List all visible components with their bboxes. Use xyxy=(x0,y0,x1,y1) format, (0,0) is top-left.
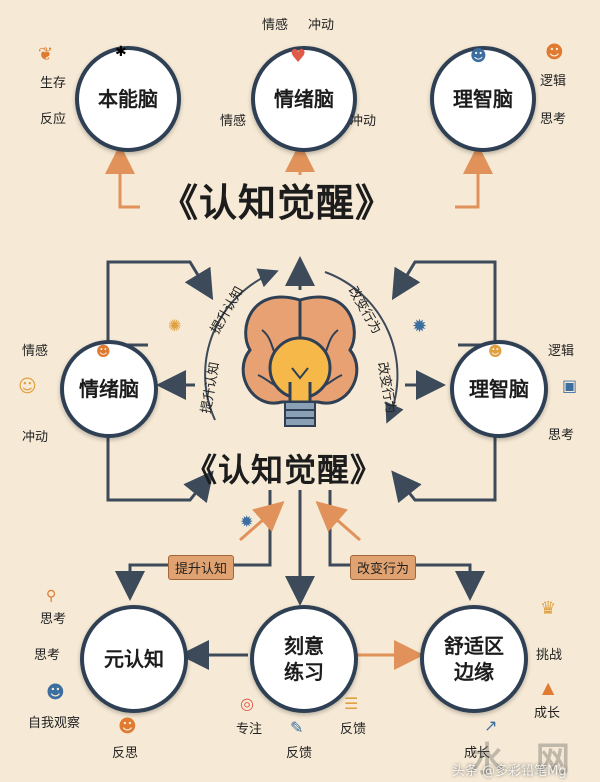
comfort-title-line2: 边缘 xyxy=(454,660,494,684)
reason-brain-title-top: 理智脑 xyxy=(453,87,513,111)
practice-label-1: 反馈 xyxy=(286,746,313,761)
arrow-to-reason-top xyxy=(455,144,493,209)
practice-title-line1: 刻意 xyxy=(284,634,324,658)
arrow-up-from-left xyxy=(239,501,285,542)
head-observe-icon: ☻ xyxy=(46,682,65,703)
magnifier-icon: ⚲ xyxy=(46,588,57,604)
heart-icon: ♥ xyxy=(290,46,307,67)
target-icon: ◎ xyxy=(240,694,254,713)
arrow-left-down xyxy=(106,435,214,504)
arrow-right-down xyxy=(391,435,497,504)
fish-icon: ❦ xyxy=(38,44,54,65)
brain-bulb-illustration xyxy=(241,295,359,427)
instinct-label-survival: 生存 xyxy=(40,76,67,91)
practice-title-line2: 练习 xyxy=(284,660,324,684)
watermark-big: 水 网 xyxy=(470,740,580,780)
practice-label-0: 专注 xyxy=(236,722,263,737)
emotion-brain-title-middle: 情绪脑 xyxy=(79,377,139,401)
metacognition-node: 元认知 xyxy=(80,605,188,713)
tag-change-behavior: 改变行为 xyxy=(350,555,417,580)
person-board-icon: ▣ xyxy=(562,376,578,395)
middle-left-label-bottom: 冲动 xyxy=(22,430,49,445)
emotion-brain-node-middle: 情绪脑 xyxy=(60,340,158,438)
main-title-top: 《认知觉醒》 xyxy=(160,181,395,225)
meta-label-1: 思考 xyxy=(34,648,61,663)
comfort-title-line1: 舒适区 xyxy=(444,634,504,658)
deliberate-practice-node: 刻意 练习 xyxy=(250,605,358,713)
chat-icon: ☰ xyxy=(344,694,359,713)
gear-icon-top-right: ✹ xyxy=(412,316,428,337)
feedback-doc-icon: ✎ xyxy=(290,718,304,737)
main-title-center: 《认知觉醒》 xyxy=(185,451,384,489)
reason-brain-node-top: 理智脑 xyxy=(430,46,536,152)
arc-left-outer xyxy=(204,268,279,421)
head-emotion-icon: ☻ xyxy=(96,344,111,360)
middle-left-label-top: 情感 xyxy=(22,344,49,359)
gear-icon-bottom: ✹ xyxy=(240,512,254,531)
head-gear-icon: ☻ xyxy=(470,46,487,65)
emotion-top-above-left: 情感 xyxy=(262,18,289,33)
middle-right-label-bottom: 思考 xyxy=(548,428,575,443)
meta-label-2: 自我观察 xyxy=(28,716,81,731)
head-idea-icon: ☻ xyxy=(545,42,564,63)
metacognition-title: 元认知 xyxy=(104,647,164,671)
bug-icon: ✱ xyxy=(115,44,127,60)
emotion-brain-node-top: 情绪脑 xyxy=(251,46,357,152)
comfort-zone-edge-node: 舒适区 边缘 xyxy=(420,605,528,713)
meta-label-3: 反思 xyxy=(112,746,139,761)
trophy-icon: ♛ xyxy=(540,598,557,619)
bulb-head-icon: ☻ xyxy=(488,344,503,360)
comfort-label-0: 挑战 xyxy=(536,648,563,663)
reason-label-logic: 逻辑 xyxy=(540,74,567,89)
instinct-brain-node: 本能脑 xyxy=(75,46,181,152)
emotion-brain-title-top: 情绪脑 xyxy=(274,87,334,111)
middle-right-label-top: 逻辑 xyxy=(548,344,575,359)
emotion-top-below-left: 情感 xyxy=(220,114,247,129)
reason-brain-title-middle: 理智脑 xyxy=(469,377,529,401)
comfort-label-1: 成长 xyxy=(534,706,561,721)
arrow-up-from-right xyxy=(315,501,361,542)
practice-label-2: 反馈 xyxy=(340,722,367,737)
smile-icon: ☺ xyxy=(18,376,37,397)
emotion-top-above-right: 冲动 xyxy=(308,18,335,33)
growth-arrow-icon: ↗ xyxy=(484,716,498,735)
emotion-top-below-right: 冲动 xyxy=(350,114,377,129)
arrow-left-up xyxy=(106,260,214,347)
reason-label-thinking: 思考 xyxy=(540,112,567,127)
deliberate-practice-title: 刻意 练习 xyxy=(284,633,324,685)
arc-right-outer xyxy=(324,271,404,424)
arrow-right-up xyxy=(391,260,497,347)
arrow-to-instinct xyxy=(105,144,140,209)
watermark-text: 头条 @多彩铅笔Mg xyxy=(452,764,567,779)
chart-growth-icon: ▲ xyxy=(542,678,555,697)
reason-brain-node-middle: 理智脑 xyxy=(450,340,548,438)
idea-bulb-icon: ✺ xyxy=(168,316,182,335)
comfort-label-2: 成长 xyxy=(464,746,491,761)
instinct-label-reaction: 反应 xyxy=(40,112,67,127)
meta-label-0: 思考 xyxy=(40,612,67,627)
reflect-head-icon: ☻ xyxy=(118,716,137,737)
instinct-brain-title: 本能脑 xyxy=(98,87,158,111)
tag-improve-cognition: 提升认知 xyxy=(168,555,235,580)
comfort-zone-title: 舒适区 边缘 xyxy=(444,633,504,685)
